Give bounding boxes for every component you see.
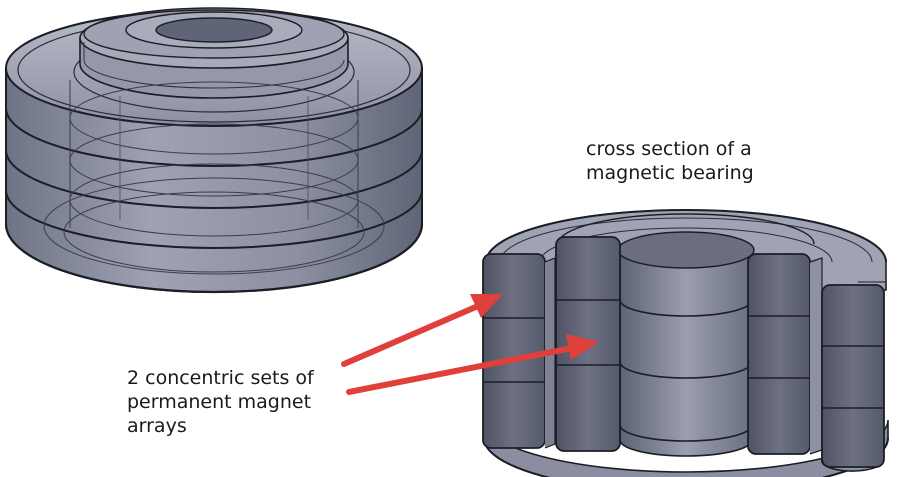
outer-magnet-column-right (821, 284, 885, 472)
cross-section-caption: cross section of a magnetic bearing (586, 137, 754, 185)
pointer-arrows (341, 294, 599, 395)
arrow-to-outer-magnets (341, 294, 503, 367)
magnet-arrays-caption-line-1: 2 concentric sets of (127, 367, 314, 389)
magnet-arrays-caption-line-2: permanent magnet (127, 391, 312, 413)
arrow-to-inner-magnets (346, 334, 599, 395)
magnet-arrays-caption: 2 concentric sets of permanent magnet ar… (127, 366, 314, 438)
cross-section-caption-line-1: cross section of a (586, 138, 752, 160)
magnet-arrays-caption-line-3: arrays (127, 415, 187, 437)
cross-section-caption-line-2: magnetic bearing (586, 162, 754, 184)
assembled-bearing-model (4, 7, 424, 294)
cross-section-model (482, 209, 889, 477)
inner-magnet-column-right (747, 253, 823, 455)
